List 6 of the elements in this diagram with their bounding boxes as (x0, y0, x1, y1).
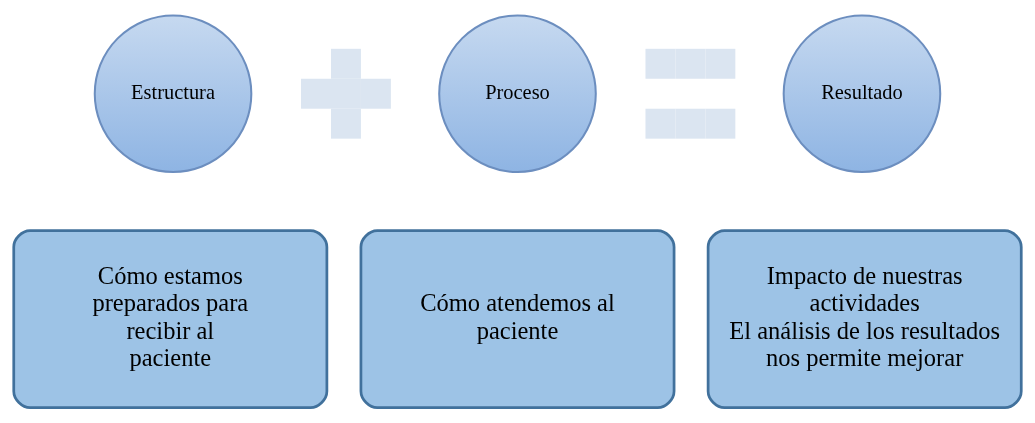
node-circle: Resultado (782, 14, 942, 174)
node-box: Cómo atendemos al paciente (359, 229, 676, 409)
node-box: Impacto de nuestras actividades El análisis de los resultados nos permite mejorar (706, 229, 1023, 409)
node-circle: Estructura (93, 14, 253, 174)
node-circle: Proceso (438, 14, 597, 174)
node-box: Cómo estamos preparados para recibir al paciente (12, 229, 329, 409)
